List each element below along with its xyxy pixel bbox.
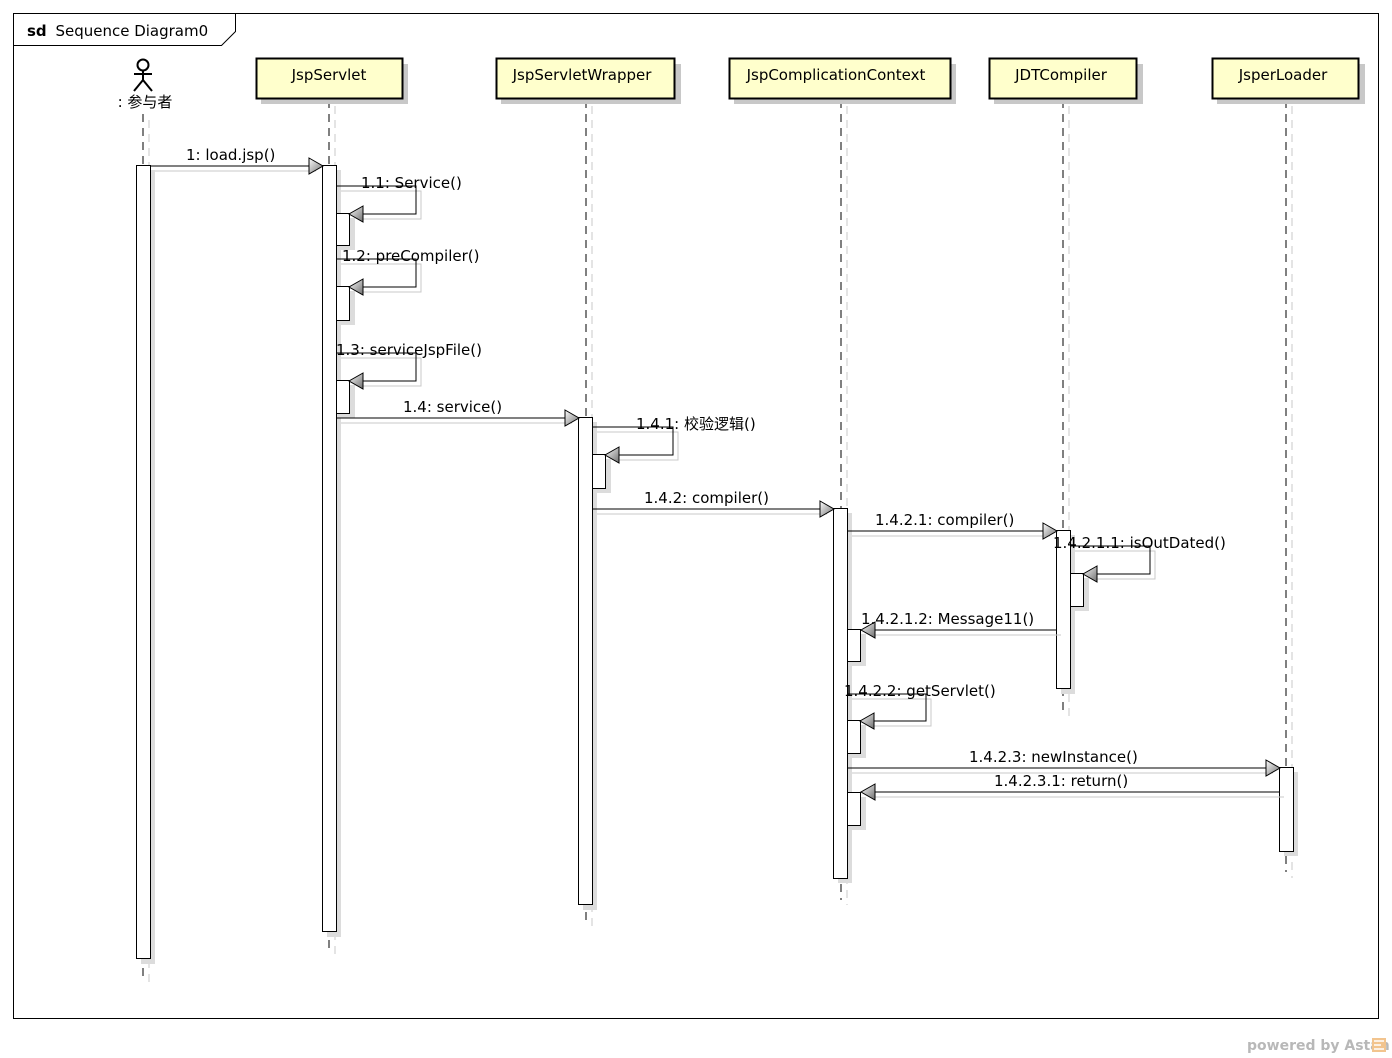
lifeline-head-jsp-servlet-wrapper[interactable]: JspServletWrapper: [495, 57, 682, 105]
astah-watermark: powered by Astah: [1247, 1038, 1390, 1054]
message-label: 1.4: service(): [403, 398, 502, 416]
message-self-get-servlet[interactable]: [847, 693, 932, 730]
message-label: 1: load.jsp(): [186, 146, 275, 164]
activation-jsp-servlet: [322, 165, 337, 932]
message-label: 1.4.2.3: newInstance(): [969, 748, 1138, 766]
activation-service-jsp-file: [336, 380, 350, 414]
message-self-service[interactable]: [336, 185, 422, 223]
message-self-service-jsp-file[interactable]: [336, 352, 422, 390]
activation-jsper-loader: [1279, 767, 1294, 852]
lifeline-head-jdt-compiler[interactable]: JDTCompiler: [988, 57, 1144, 105]
message-self-validation[interactable]: [592, 426, 679, 464]
message-new-instance[interactable]: [847, 759, 1282, 777]
lifeline-label: JspServlet: [291, 66, 367, 84]
lifeline-label: JspServletWrapper: [512, 66, 653, 84]
frame-tab: [13, 13, 236, 46]
message-jdt-compiler[interactable]: [847, 522, 1059, 540]
message-label: 1.3: serviceJspFile(): [336, 341, 482, 359]
lifeline-head-jsp-servlet[interactable]: JspServlet: [255, 57, 409, 105]
activation-get-servlet: [847, 720, 861, 754]
message-label: 1.2: preCompiler(): [342, 247, 479, 265]
activation-message11: [847, 629, 861, 662]
diagram-frame: [13, 13, 1379, 1019]
message-compiler[interactable]: [592, 500, 836, 518]
actor-leg-right: [142, 79, 153, 92]
actor-leg-left: [133, 79, 144, 92]
message-label: 1.4.2: compiler(): [644, 489, 769, 507]
activation-precompiler: [336, 286, 350, 321]
message-label: 1.1: Service(): [361, 174, 462, 192]
lifeline-label: JDTCompiler: [1014, 66, 1108, 84]
message-service[interactable]: [336, 409, 581, 427]
message-load-jsp[interactable]: [150, 157, 325, 175]
message-label: 1.4.2.3.1: return(): [994, 772, 1128, 790]
frame-name: Sequence Diagram0: [55, 22, 208, 40]
message-label: 1.4.1: 校验逻辑(): [636, 415, 756, 433]
message-label: 1.4.2.1.1: isOutDated(): [1053, 534, 1226, 552]
activation-bars: [136, 165, 1298, 964]
message-labels: 1: load.jsp() 1.1: Service() 1.2: preCom…: [186, 146, 1226, 790]
activation-service: [336, 213, 350, 246]
lifeline-heads: JspServlet JspServletWrapper JspComplica…: [255, 57, 1366, 105]
actor-label: : 参与者: [118, 93, 173, 111]
actor: [133, 58, 153, 92]
activation-return: [847, 792, 861, 826]
message-label: 1.4.2.2: getServlet(): [844, 682, 996, 700]
activation-actor: [136, 165, 151, 959]
message-label: 1.4.2.1.2: Message11(): [861, 610, 1034, 628]
activation-validation: [592, 454, 606, 489]
message-message11[interactable]: [859, 621, 1061, 639]
activation-jdt-compiler: [1056, 530, 1071, 689]
messages: [150, 157, 1284, 801]
message-return[interactable]: [859, 783, 1284, 801]
astah-logo-icon: [1372, 1038, 1386, 1052]
frame-title: sd Sequence Diagram0: [27, 22, 208, 40]
watermark-text: powered by Astah: [1247, 1038, 1390, 1054]
lifeline-label: JsperLoader: [1238, 66, 1328, 84]
actor-head: [136, 58, 150, 72]
activation-is-out-dated: [1070, 573, 1084, 607]
message-self-precompiler[interactable]: [336, 258, 422, 296]
lifeline-head-jsper-loader[interactable]: JsperLoader: [1211, 57, 1366, 105]
lifeline-label: JspComplicationContext: [746, 66, 926, 84]
lifeline-head-jsp-compilation-context[interactable]: JspComplicationContext: [728, 57, 957, 105]
message-self-is-out-dated[interactable]: [1070, 545, 1156, 583]
frame-keyword: sd: [27, 22, 47, 40]
activation-jsp-servlet-wrapper: [578, 417, 593, 905]
message-label: 1.4.2.1: compiler(): [875, 511, 1014, 529]
